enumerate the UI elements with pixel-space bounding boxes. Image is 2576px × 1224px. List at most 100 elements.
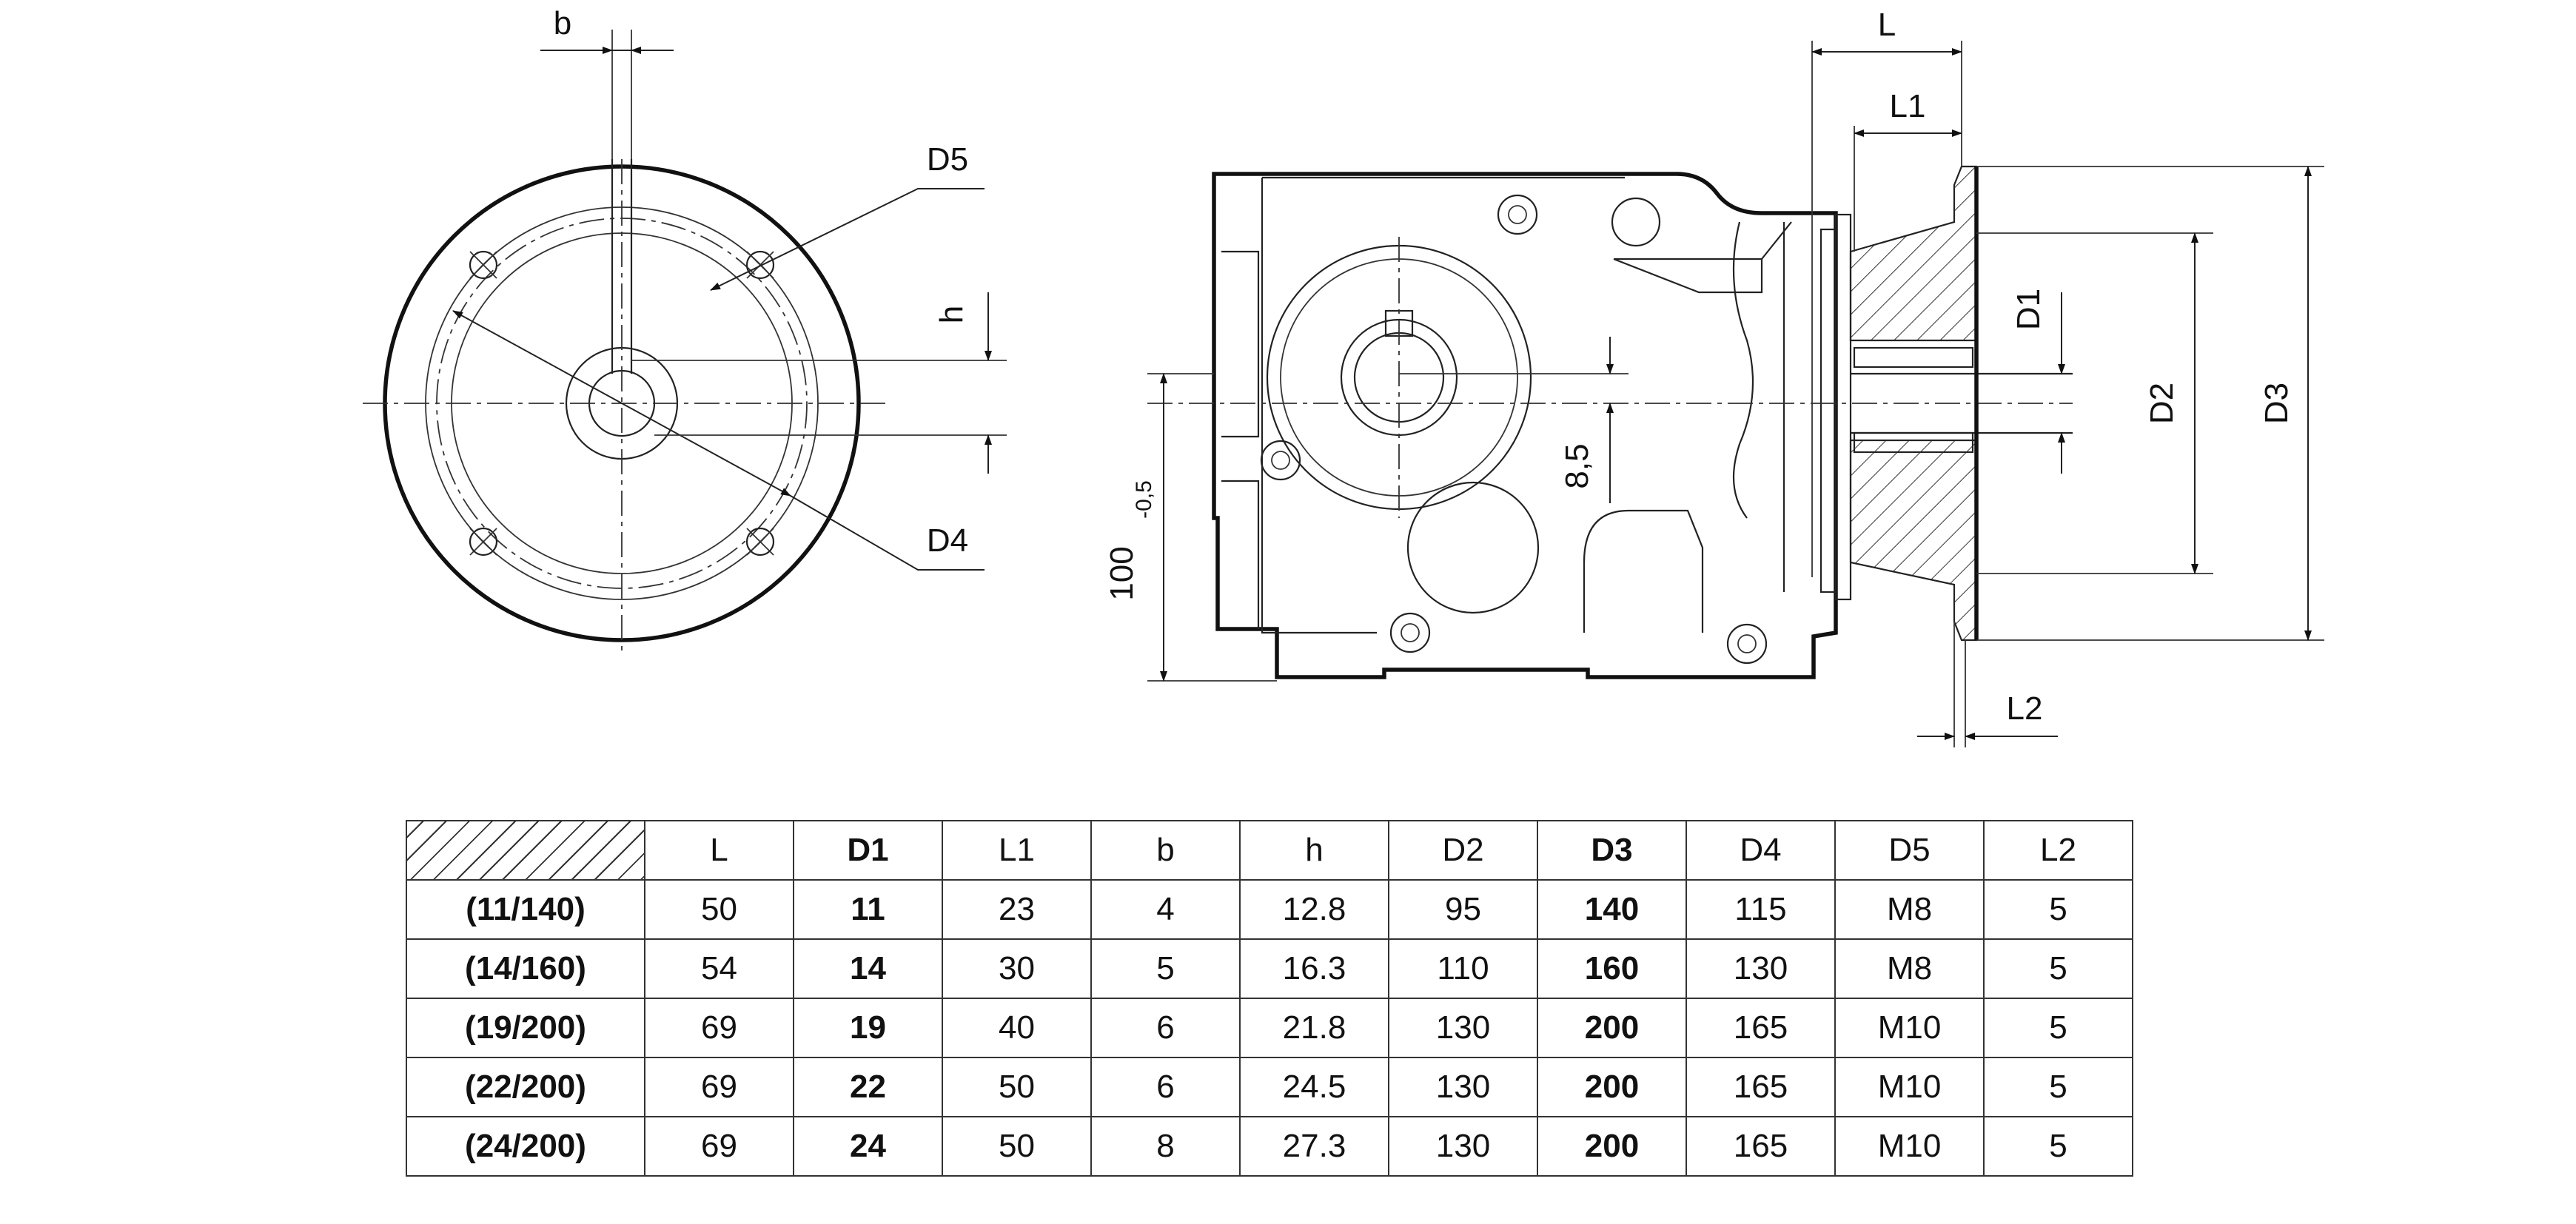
housing-inner-left — [1221, 250, 1260, 629]
table-header-d5: D5 — [1834, 820, 1985, 881]
table-cell: 5 — [1983, 998, 2133, 1058]
table-cell: M8 — [1834, 879, 1985, 940]
table-cell: 5 — [1090, 938, 1241, 999]
table-header-l: L — [644, 820, 794, 881]
table-cell: 19 — [793, 998, 943, 1058]
table-cell: 30 — [942, 938, 1092, 999]
housing-outline — [1212, 172, 1838, 679]
label-b: b — [554, 5, 571, 41]
bolt-hole-bottom-left — [469, 527, 498, 556]
table-cell: M10 — [1834, 998, 1985, 1058]
table-header-l1: L1 — [942, 820, 1092, 881]
table-cell: 22 — [793, 1057, 943, 1117]
table-header-d1: D1 — [793, 820, 943, 881]
table-header-d3: D3 — [1537, 820, 1687, 881]
label-l: L — [1878, 7, 1896, 43]
table-cell: 11 — [793, 879, 943, 940]
table-cell: M10 — [1834, 1116, 1985, 1177]
bolt-hole-top-left — [469, 250, 498, 280]
table-cell: 5 — [1983, 938, 2133, 999]
housing-rib — [1613, 221, 1792, 294]
table-header-corner — [406, 820, 645, 881]
table-cell: 54 — [644, 938, 794, 999]
table-cell: 130 — [1388, 998, 1538, 1058]
table-cell: 5 — [1983, 879, 2133, 940]
table-row: (14/160) 54 14 30 5 16.3 110 160 130 M8 … — [406, 938, 2133, 999]
table-cell: 23 — [942, 879, 1092, 940]
table-cell: 50 — [942, 1116, 1092, 1177]
table-cell: 69 — [644, 1116, 794, 1177]
table-cell: M10 — [1834, 1057, 1985, 1117]
label-d3: D3 — [2258, 383, 2295, 424]
table-cell-size: (24/200) — [406, 1116, 645, 1177]
dimensions-table: L D1 L1 b h D2 D3 D4 D5 L2 (11/140) 50 1… — [406, 820, 2133, 1177]
table-cell: 50 — [942, 1057, 1092, 1117]
label-height-100: 100 — [1104, 546, 1140, 600]
table-row: (19/200) 69 19 40 6 21.8 130 200 165 M10… — [406, 998, 2133, 1058]
table-cell: 4 — [1090, 879, 1241, 940]
table-cell: 160 — [1537, 938, 1687, 999]
flange-section-top — [1849, 165, 1978, 342]
table-cell-size: (14/160) — [406, 938, 645, 999]
table-header-d4: D4 — [1686, 820, 1836, 881]
table-cell: 69 — [644, 1057, 794, 1117]
table-cell: 115 — [1686, 879, 1836, 940]
label-d5: D5 — [927, 141, 968, 178]
table-cell: 130 — [1388, 1116, 1538, 1177]
label-offset-85: 8,5 — [1559, 443, 1595, 488]
screw-top — [1497, 194, 1538, 235]
table-header-d2: D2 — [1388, 820, 1538, 881]
table-cell: 12.8 — [1239, 879, 1389, 940]
table-cell: 5 — [1983, 1116, 2133, 1177]
screw-right — [1726, 623, 1768, 665]
leader-d4 — [790, 495, 985, 571]
leader-d5 — [710, 188, 985, 291]
table-cell: 130 — [1388, 1057, 1538, 1117]
bolt-hole-bottom-right — [745, 527, 775, 556]
table-cell: 8 — [1090, 1116, 1241, 1177]
table-row: (22/200) 69 22 50 6 24.5 130 200 165 M10… — [406, 1057, 2133, 1117]
table-cell: 69 — [644, 998, 794, 1058]
table-cell: 200 — [1537, 1057, 1687, 1117]
label-height-tolerance: -0,5 — [1132, 480, 1156, 519]
table-cell: 16.3 — [1239, 938, 1389, 999]
table-header-l2: L2 — [1983, 820, 2133, 881]
table-cell-size: (11/140) — [406, 879, 645, 940]
table-row: (24/200) 69 24 50 8 27.3 130 200 165 M10… — [406, 1116, 2133, 1177]
dim-d4-diameter — [452, 310, 791, 497]
housing-wavy-break — [1732, 221, 1754, 519]
flange-section-bottom — [1849, 439, 1978, 642]
housing-inner-frame — [1261, 176, 1625, 634]
table-cell-size: (19/200) — [406, 998, 645, 1058]
label-l1: L1 — [1890, 88, 1926, 124]
table-header-b: b — [1090, 820, 1241, 881]
table-cell: 140 — [1537, 879, 1687, 940]
table-cell: 50 — [644, 879, 794, 940]
shaft-key-top — [1853, 346, 1974, 369]
table-cell: 14 — [793, 938, 943, 999]
front-view: b D5 D4 h — [363, 5, 1007, 651]
table-cell: 165 — [1686, 1116, 1836, 1177]
label-l2: L2 — [2007, 690, 2043, 727]
table-cell: 95 — [1388, 879, 1538, 940]
label-d2: D2 — [2144, 383, 2180, 424]
table-cell: 200 — [1537, 998, 1687, 1058]
table-cell: 110 — [1388, 938, 1538, 999]
table-cell: 24.5 — [1239, 1057, 1389, 1117]
adapter-plate-1 — [1834, 213, 1852, 601]
table-cell: 130 — [1686, 938, 1836, 999]
bolt-hole-top-right — [745, 250, 775, 280]
table-cell: 6 — [1090, 1057, 1241, 1117]
screw-bottom — [1389, 612, 1431, 653]
label-h: h — [933, 306, 970, 323]
adapter-plate-2 — [1819, 228, 1837, 593]
table-cell: 27.3 — [1239, 1116, 1389, 1177]
table-cell: 6 — [1090, 998, 1241, 1058]
label-d1: D1 — [2010, 289, 2047, 330]
table-cell: M8 — [1834, 938, 1985, 999]
housing-lower-rib — [1583, 509, 1704, 633]
side-view: L L1 D1 D2 D3 L2 100 -0,5 — [1104, 7, 2324, 747]
table-cell: 5 — [1983, 1057, 2133, 1117]
table-row: (11/140) 50 11 23 4 12.8 95 140 115 M8 5 — [406, 879, 2133, 940]
